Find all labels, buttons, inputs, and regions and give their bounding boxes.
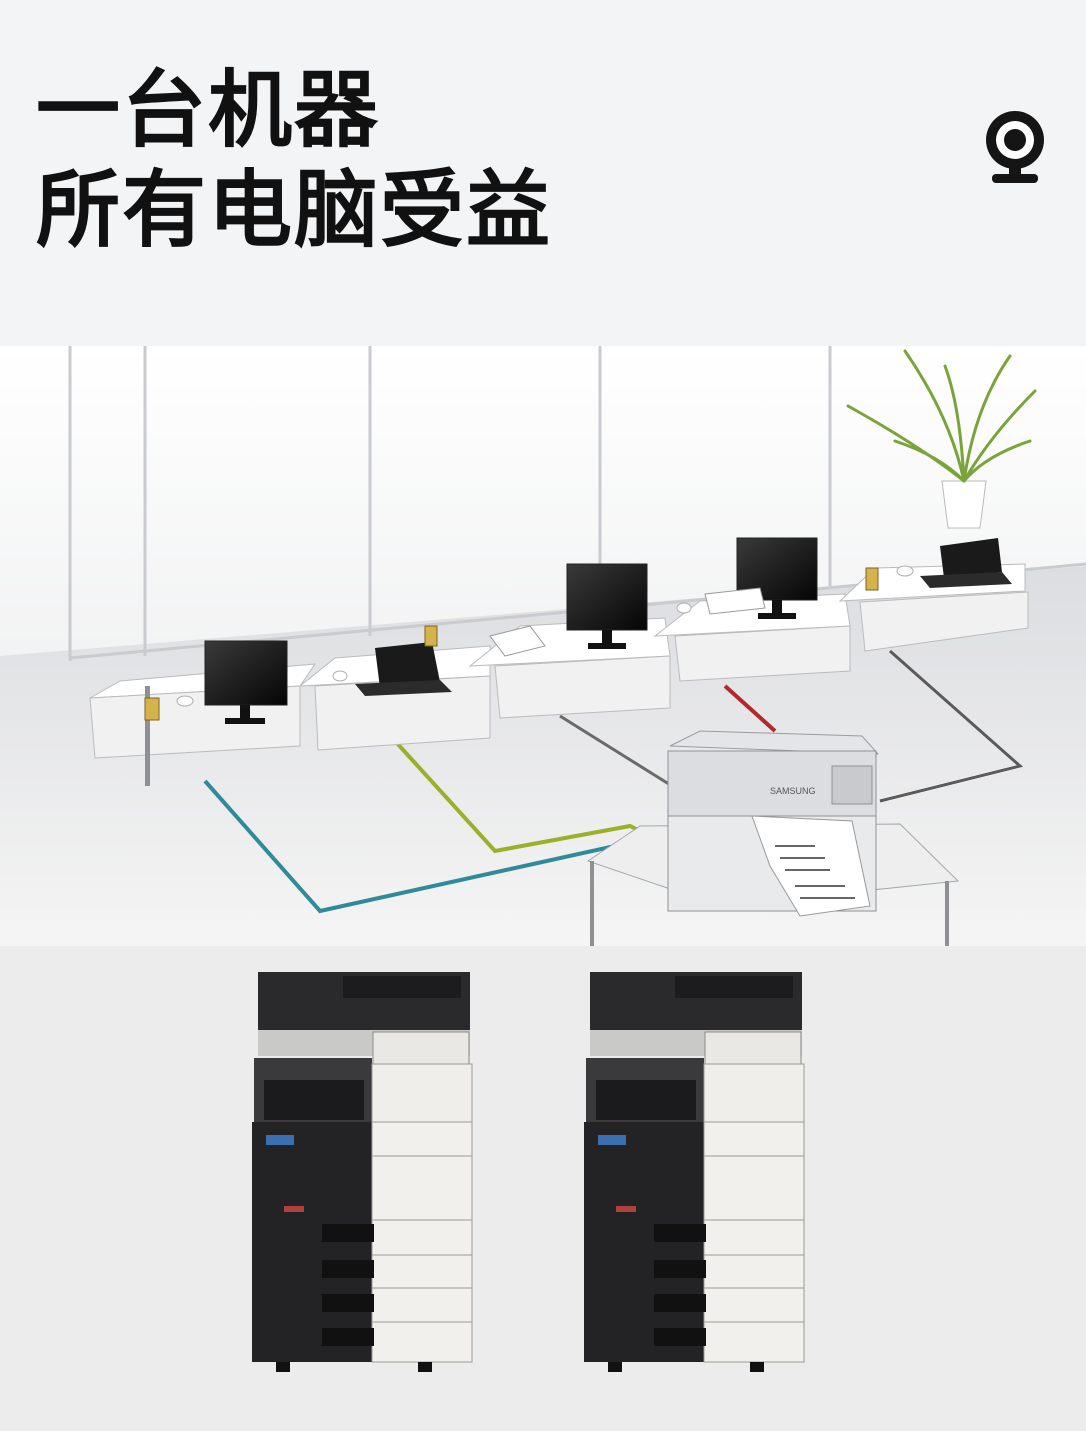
- cable-teal: [203, 779, 661, 914]
- cable-red: [723, 684, 777, 733]
- multifunction-copier: [252, 972, 473, 1372]
- monitor: [566, 563, 648, 649]
- monitor: [204, 640, 288, 724]
- office-network-illustration: SAMSUNG: [0, 346, 1086, 946]
- webcam-icon: [986, 111, 1044, 183]
- cable-gray-2: [879, 649, 1024, 803]
- printer-brand: SAMSUNG: [770, 786, 816, 796]
- copier-showcase: [0, 946, 1086, 1431]
- laptop: [355, 642, 452, 696]
- page-title: 一台机器 所有电脑受益: [36, 60, 552, 260]
- title-line-1: 一台机器: [36, 61, 381, 159]
- desktop-printer: SAMSUNG: [667, 730, 880, 917]
- plant: [846, 349, 1037, 529]
- monitor: [736, 537, 818, 619]
- header-banner: 一台机器 所有电脑受益: [0, 0, 1086, 346]
- multifunction-copier: [584, 972, 805, 1372]
- laptop: [920, 538, 1012, 588]
- title-line-2: 所有电脑受益: [36, 161, 553, 259]
